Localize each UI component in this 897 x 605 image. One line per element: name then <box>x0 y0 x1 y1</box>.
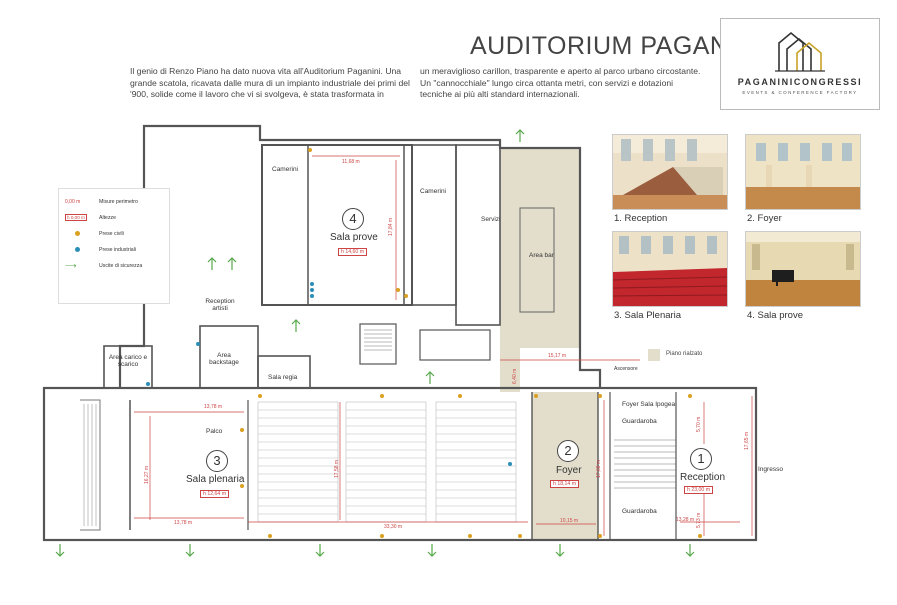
dim-guardaroba-top: 5,70 m <box>696 416 702 432</box>
label-camerini-left: Camerini <box>272 166 299 173</box>
height-reception: h 23,00 m <box>684 486 714 494</box>
foyer-photo-image <box>746 135 860 209</box>
label-foyer-ipogea: Foyer Sala Ipogea <box>622 401 676 408</box>
dim-foyer-depth: 17,68 m <box>596 459 602 478</box>
height-sala-prove: h 14,60 m <box>338 248 368 256</box>
dim-reception-depth: 17,65 m <box>744 431 750 450</box>
dim-guardaroba-bottom: 5,73 m <box>696 512 702 528</box>
raised-floor-swatch <box>648 349 660 361</box>
caption-foyer: 2. Foyer <box>747 213 782 224</box>
logo-subtitle: EVENTS & CONFERENCE FACTORY <box>742 90 858 95</box>
label-reception-artisti: Reception artisti <box>205 298 235 312</box>
height-foyer: h 18,14 m <box>550 480 580 488</box>
label-area-bar: Area bar <box>529 252 554 259</box>
dim-bar-width: 15,17 m <box>548 353 567 359</box>
page-title: AUDITORIUM PAGANINI <box>470 32 762 60</box>
caption-reception: 1. Reception <box>614 213 668 224</box>
legend-row-uscite: ⟶ Uscite di sicurezza <box>65 261 142 270</box>
dim-sala-prove-depth: 17,84 m <box>388 217 394 236</box>
civil-socket-icon <box>75 231 80 236</box>
dim-plenaria-width: 13,78 m <box>174 520 193 526</box>
label-area-backstage: Area backstage <box>209 352 239 366</box>
raised-floor-label: Piano rialzato <box>666 351 703 357</box>
label-ingresso: Ingresso <box>758 466 783 473</box>
label-sala-prove: Sala prove <box>330 232 378 243</box>
legend-label-prese-industriali: Prese industriali <box>99 247 136 253</box>
reception-photo-image <box>613 135 727 209</box>
dim-reception-width: 13,28 m <box>676 517 695 523</box>
dim-bar-step: 6,40 m <box>512 368 518 384</box>
logo-mark-icon <box>775 31 825 72</box>
photo-sala-plenaria <box>612 231 728 307</box>
legend-dim-marker: 0,00 m <box>65 199 81 205</box>
label-palco: Palco <box>206 428 223 435</box>
label-camerini-right: Camerini <box>420 188 447 195</box>
legend-row-altezze: h 0,00 m Altezze <box>65 214 116 221</box>
dim-sala-prove-width: 11,68 m <box>342 159 360 165</box>
main-hall-outline <box>42 386 758 542</box>
legend-label-perimetro: Misure perimetro <box>99 199 138 205</box>
intro-text-left: Il genio di Renzo Piano ha dato nuova vi… <box>130 66 410 99</box>
caption-sala-plenaria: 3. Sala Plenaria <box>614 310 682 321</box>
dim-hall-width: 33,30 m <box>384 524 403 530</box>
legend-row-prese-industriali: Prese industriali <box>65 247 136 254</box>
intro-text-right: un meraviglioso carillon, trasparente e … <box>420 66 701 99</box>
label-servizi: Servizi <box>481 216 501 223</box>
photo-sala-prove <box>745 231 861 307</box>
label-guardaroba-bottom: Guardaroba <box>622 508 657 515</box>
label-reception: Reception <box>680 472 726 483</box>
dim-foyer-width: 10,15 m <box>560 518 579 524</box>
photo-foyer <box>745 134 861 210</box>
height-sala-plenaria: h 12,64 m <box>200 490 230 498</box>
legend-label-altezze: Altezze <box>99 215 117 221</box>
legend-row-prese-civili: Prese civili <box>65 231 124 238</box>
sala-prove-photo-image <box>746 232 860 306</box>
label-guardaroba-top: Guardaroba <box>622 418 657 425</box>
dim-palco-width: 13,78 m <box>204 404 223 410</box>
plan-legend: 0,00 m Misure perimetro h 0,00 m Altezze… <box>58 188 170 304</box>
label-area-carico: Area carico e scarico <box>108 354 148 368</box>
dim-hall-depth: 17,58 m <box>334 459 340 478</box>
legend-label-prese-civili: Prese civili <box>99 231 124 237</box>
legend-height-marker: h 0,00 m <box>65 214 87 221</box>
industrial-socket-icon <box>75 247 80 252</box>
room-number-4: 4 <box>342 208 364 230</box>
label-sala-regia: Sala regia <box>268 374 298 381</box>
room-number-1: 1 <box>690 448 712 470</box>
legend-label-uscite: Uscite di sicurezza <box>99 263 143 269</box>
exit-arrow-icon: ⟶ <box>65 261 77 270</box>
label-foyer: Foyer <box>556 465 582 476</box>
legend-row-perimetro: 0,00 m Misure perimetro <box>65 199 138 205</box>
logo-name: PAGANINICONGRESSI <box>737 77 863 87</box>
room-number-2: 2 <box>557 440 579 462</box>
caption-sala-prove: 4. Sala prove <box>747 310 803 321</box>
room-number-3: 3 <box>206 450 228 472</box>
raised-floor-area <box>500 148 598 540</box>
sala-plenaria-photo-image <box>613 232 727 306</box>
label-sala-plenaria: Sala plenaria <box>186 474 245 485</box>
dim-plenaria-depth: 16,27 m <box>144 465 150 484</box>
paganini-congressi-logo: PAGANINICONGRESSI EVENTS & CONFERENCE FA… <box>720 18 880 110</box>
label-ascensore: Ascensore <box>614 366 638 372</box>
photo-reception <box>612 134 728 210</box>
